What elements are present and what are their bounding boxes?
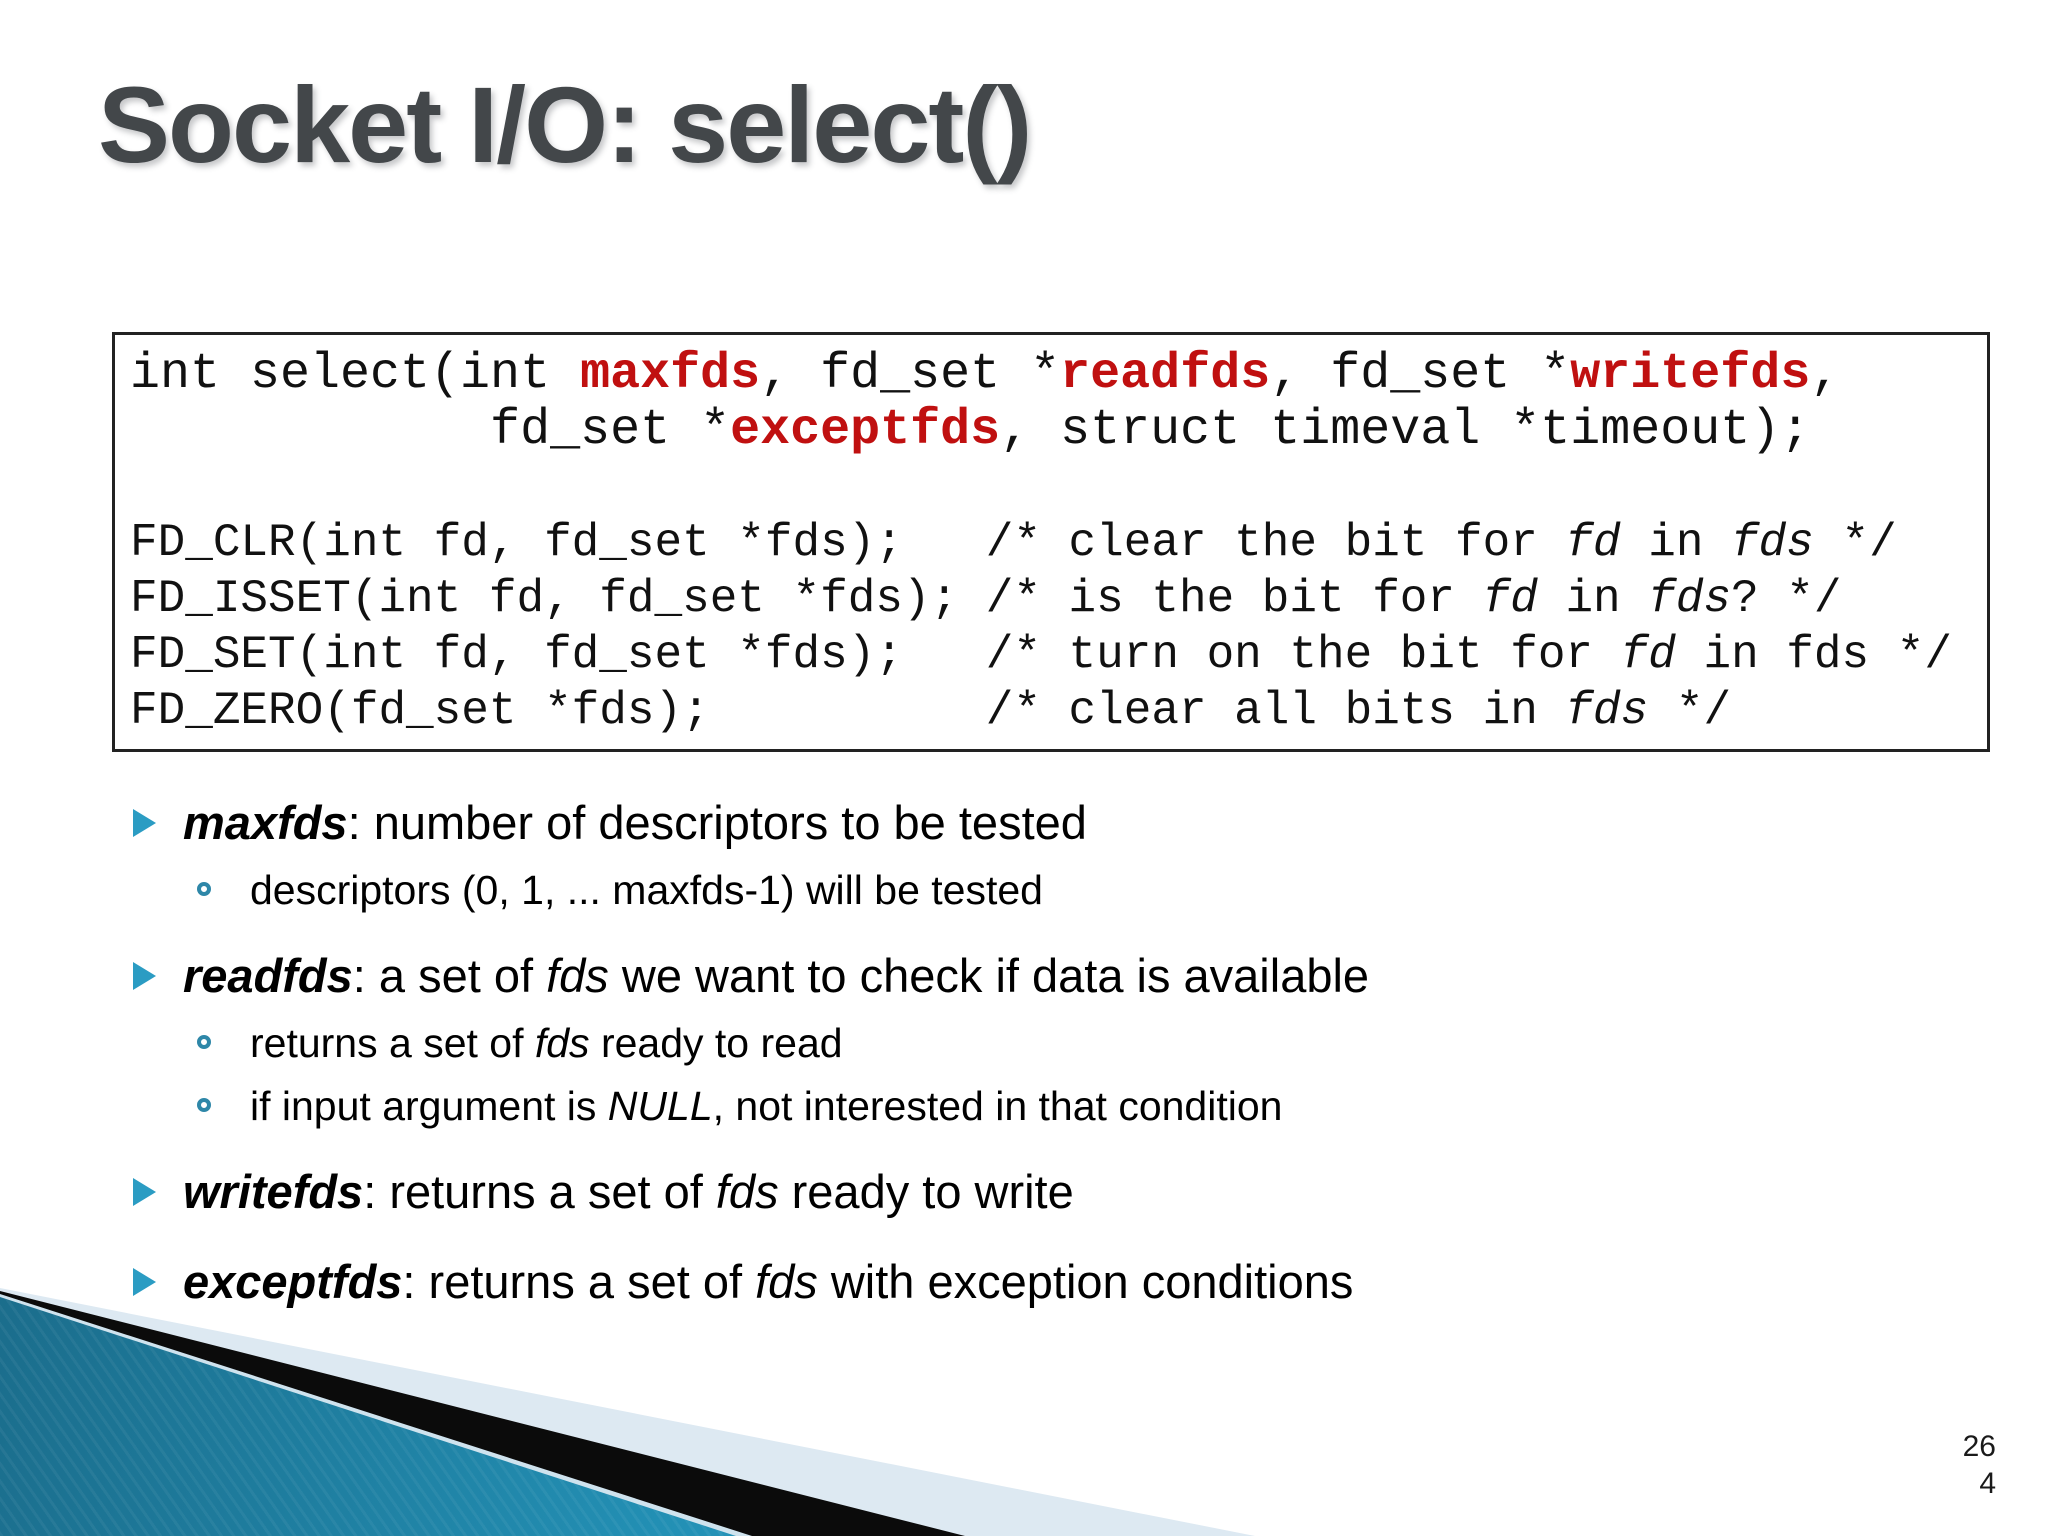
bullet-text: we want to check if data is available <box>608 949 1370 1002</box>
bullet-readfds: readfds: a set of fds we want to check i… <box>95 945 1988 1007</box>
bullet-writefds: writefds: returns a set of fds ready to … <box>95 1161 1988 1223</box>
bullet-text: : returns a set of <box>402 1255 756 1308</box>
bullet-maxfds: maxfds: number of descriptors to be test… <box>95 792 1988 854</box>
code-line-signature-2: fd_set *exceptfds, struct timeval *timeo… <box>130 403 1987 459</box>
subbullet-readfds-null: if input argument is NULL, not intereste… <box>95 1079 1988 1133</box>
triangle-bullet-icon <box>133 809 156 837</box>
bullet-text: ready to write <box>778 1165 1074 1218</box>
page-number: 26 4 <box>1963 1428 1996 1502</box>
code-line-blank <box>130 459 1987 515</box>
circle-bullet-icon <box>197 882 211 896</box>
code-param-maxfds: maxfds <box>580 346 761 403</box>
page-title: Socket I/O: select() <box>98 64 1032 185</box>
code-segment: , fd_set * <box>1270 346 1571 403</box>
code-segment: in <box>1620 517 1732 569</box>
code-segment: , fd_set * <box>760 346 1061 403</box>
code-segment: int select(int <box>130 346 581 403</box>
code-segment: FD_CLR(int fd, fd_set *fds); /* clear th… <box>130 517 1566 569</box>
bullet-term: readfds <box>183 949 353 1002</box>
page-number-line1: 26 <box>1962 1430 1996 1463</box>
code-line-signature-1: int select(int maxfds, fd_set *readfds, … <box>130 347 1987 403</box>
bullet-text: if input argument is <box>250 1083 608 1129</box>
page-number-line2: 4 <box>1979 1467 1996 1500</box>
code-param-readfds: readfds <box>1060 346 1271 403</box>
code-italic-fds: fds <box>1565 685 1649 737</box>
code-segment: , struct timeval *timeout); <box>1000 402 1811 459</box>
code-segment: fd_set * <box>130 402 731 459</box>
code-line-fd-zero: FD_ZERO(fd_set *fds); /* clear all bits … <box>130 683 1987 739</box>
code-line-fd-clr: FD_CLR(int fd, fd_set *fds); /* clear th… <box>130 515 1987 571</box>
code-segment: FD_ISSET(int fd, fd_set *fds); /* is the… <box>130 573 1483 625</box>
bullet-italic-fds: fds <box>715 1165 779 1218</box>
subbullet-readfds-returns: returns a set of fds ready to read <box>95 1016 1988 1070</box>
triangle-bullet-icon <box>133 1268 156 1296</box>
code-segment: */ <box>1813 517 1897 569</box>
bullet-italic-fds: fds <box>534 1020 590 1066</box>
code-segment: FD_ZERO(fd_set *fds); /* clear all bits … <box>130 685 1566 737</box>
bullet-list: maxfds: number of descriptors to be test… <box>95 792 1988 1313</box>
subbullet-maxfds-range: descriptors (0, 1, ... maxfds-1) will be… <box>95 863 1988 917</box>
code-line-fd-set: FD_SET(int fd, fd_set *fds); /* turn on … <box>130 627 1987 683</box>
bullet-text: , not interested in that condition <box>712 1083 1283 1129</box>
code-param-writefds: writefds <box>1570 346 1811 403</box>
bullet-term: exceptfds <box>183 1255 403 1308</box>
bullet-text: with exception conditions <box>817 1255 1354 1308</box>
bullet-text: : a set of <box>352 949 547 1002</box>
bullet-italic-fds: fds <box>755 1255 818 1308</box>
triangle-bullet-icon <box>133 962 156 990</box>
code-segment: */ <box>1648 685 1732 737</box>
code-segment: in <box>1537 573 1649 625</box>
code-box: int select(int maxfds, fd_set *readfds, … <box>112 332 1990 752</box>
code-italic-fd: fd <box>1482 573 1538 625</box>
code-segment: FD_SET(int fd, fd_set *fds); /* turn on … <box>130 629 1621 681</box>
bullet-text: ready to read <box>589 1020 843 1066</box>
bullet-exceptfds: exceptfds: returns a set of fds with exc… <box>95 1251 1988 1313</box>
code-italic-fd: fd <box>1620 629 1676 681</box>
bullet-text: returns a set of <box>250 1020 535 1066</box>
code-segment: , <box>1810 346 1841 403</box>
circle-bullet-icon <box>197 1098 211 1112</box>
bullet-text: : returns a set of <box>363 1165 716 1218</box>
code-segment: in fds */ <box>1675 629 1952 681</box>
triangle-bullet-icon <box>133 1178 156 1206</box>
code-italic-fds: fds <box>1731 517 1814 569</box>
code-italic-fds: fds <box>1648 573 1732 625</box>
bullet-term: writefds <box>183 1165 364 1218</box>
bullet-italic-null: NULL <box>607 1083 713 1129</box>
bullet-text: : number of descriptors to be tested <box>347 796 1087 849</box>
bullet-italic-fds: fds <box>546 949 609 1002</box>
code-italic-fd: fd <box>1565 517 1621 569</box>
circle-bullet-icon <box>197 1035 211 1049</box>
bullet-text: descriptors (0, 1, ... maxfds-1) will be… <box>250 867 1043 913</box>
bullet-term: maxfds <box>183 796 348 849</box>
code-param-exceptfds: exceptfds <box>730 402 1001 459</box>
code-line-fd-isset: FD_ISSET(int fd, fd_set *fds); /* is the… <box>130 571 1987 627</box>
code-segment: ? */ <box>1731 573 1842 625</box>
